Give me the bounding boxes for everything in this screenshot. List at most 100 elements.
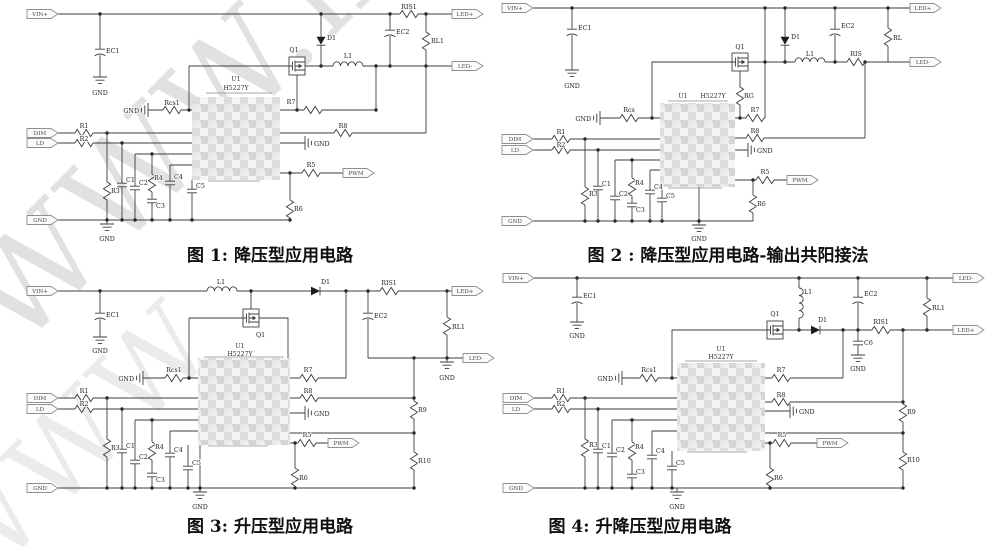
fig2-label-gnd-sub: GND <box>757 148 773 155</box>
fig4-label-c6: C6 <box>864 340 873 347</box>
fig2-label-r2: R2 <box>557 142 566 149</box>
figure-2-buck-common-anode-circuit: VIN+ DIM LD GND LED+ LED- PWM EC1 GND Q1… <box>501 3 942 266</box>
fig3-label-gnd-bot: GND <box>192 504 208 511</box>
fig4-label-r10: R10 <box>907 457 920 464</box>
fig4-label-r8: R8 <box>777 392 786 399</box>
fig1-caption: 图 1: 降压型应用电路 <box>187 245 354 266</box>
fig2-caption: 图 2 : 降压型应用电路-输出共阳接法 <box>588 245 869 266</box>
fig4-chip-censored-block <box>677 363 765 451</box>
fig2-ris-resistor-symbol <box>846 57 866 67</box>
fig3-label-l1: L1 <box>217 279 225 286</box>
fig3-ris1-resistor-symbol <box>379 286 399 296</box>
svg-text:LED-: LED- <box>458 64 472 70</box>
fig1-label-ec1: EC1 <box>106 48 119 55</box>
fig3-junction-dots <box>98 289 449 490</box>
fig4-input-ground-symbol <box>569 321 585 329</box>
fig2-terminal-led-plus: LED+ <box>909 3 942 13</box>
svg-text:LD: LD <box>511 148 520 154</box>
fig2-label-ec2: EC2 <box>841 23 854 30</box>
fig3-label-r9: R9 <box>418 407 427 414</box>
fig4-d1-diode-symbol <box>810 325 821 335</box>
fig1-label-r1: R1 <box>80 123 89 130</box>
fig4-r5-resistor-symbol <box>772 438 792 448</box>
fig4-r7-resistor-symbol <box>771 373 791 383</box>
fig4-terminal-vin: VIN+ <box>502 273 535 283</box>
fig3-label-r5: R5 <box>303 432 312 439</box>
fig3-label-q1: Q1 <box>256 332 265 339</box>
fig3-label-gnd-out: GND <box>439 375 455 382</box>
fig4-label-r1: R1 <box>557 388 566 395</box>
fig1-ec1-capacitor-symbol <box>94 48 106 57</box>
fig2-junction-dots <box>570 6 890 223</box>
fig4-label-gnd-in: GND <box>569 333 585 340</box>
fig3-terminal-vin: VIN+ <box>26 286 59 296</box>
fig3-label-d1: D1 <box>321 279 330 286</box>
figure-4-buck-boost-circuit: VIN+ DIM LD GND LED- LED+ PWM EC1 GND L1… <box>502 273 985 537</box>
svg-text:GND: GND <box>508 219 522 225</box>
fig4-label-rl1: RL1 <box>932 305 945 312</box>
fig1-label-c1: C1 <box>126 177 135 184</box>
fig3-output-ground-symbol <box>439 361 455 369</box>
fig4-sub-ground-symbol <box>789 403 797 419</box>
fig3-label-gnd-sub: GND <box>314 411 330 418</box>
fig2-terminal-dim: DIM <box>501 134 534 144</box>
fig3-label-rcs1: Rcs1 <box>166 367 182 374</box>
fig3-label-gnd-cs: GND <box>118 376 134 383</box>
fig4-chip-edge-lines <box>685 360 757 453</box>
fig4-label-c5: C5 <box>676 460 685 467</box>
fig2-r5-resistor-symbol <box>755 175 775 185</box>
fig2-input-ground-symbol <box>564 69 580 77</box>
fig4-caption: 图 4: 升降压型应用电路 <box>549 516 733 537</box>
fig1-r6-resistor-symbol <box>285 199 295 219</box>
fig3-d1-diode-symbol <box>310 286 321 296</box>
fig2-chip-edge-lines <box>668 100 728 189</box>
fig3-ec2-capacitor-symbol <box>362 312 374 321</box>
fig2-label-rg: RG <box>744 93 754 100</box>
fig2-ec1-capacitor-symbol <box>566 28 578 37</box>
fig1-label-gnd-sub: GND <box>314 141 330 148</box>
fig1-label-c3: C3 <box>156 203 165 210</box>
fig1-rl1-resistor-symbol <box>421 31 431 51</box>
fig2-label-c3: C3 <box>636 207 645 214</box>
fig2-chip-censored-block <box>660 103 735 187</box>
svg-text:VIN+: VIN+ <box>507 276 524 282</box>
fig2-label-r5: R5 <box>761 169 770 176</box>
svg-text:LD: LD <box>36 407 45 413</box>
fig3-terminal-led-plus: LED+ <box>451 286 484 296</box>
fig3-label-r1: R1 <box>80 388 89 395</box>
fig3-label-r3: R3 <box>111 445 120 452</box>
fig1-junction-dots <box>98 12 428 222</box>
svg-text:VIN+: VIN+ <box>31 289 48 295</box>
svg-text:VIN+: VIN+ <box>31 12 48 18</box>
fig1-terminal-ld: LD <box>26 138 59 148</box>
fig3-label-c3: C3 <box>156 477 165 484</box>
fig2-chip-ref: U1 <box>678 93 687 100</box>
fig3-r6-resistor-symbol <box>290 467 300 487</box>
fig1-chip-part: H5227Y <box>223 85 249 92</box>
fig4-chip-part: H5227Y <box>708 354 734 361</box>
fig2-label-gnd-cs: GND <box>575 116 591 123</box>
fig4-label-ec1: EC1 <box>583 293 596 300</box>
fig3-terminal-led-minus: LED- <box>462 353 495 363</box>
svg-text:PWM: PWM <box>348 171 364 177</box>
fig1-r5-resistor-symbol <box>301 168 321 178</box>
fig2-rl-resistor-symbol <box>883 27 893 47</box>
fig4-label-gnd-bot: GND <box>669 504 685 511</box>
svg-text:DIM: DIM <box>34 396 47 402</box>
fig3-label-c4: C4 <box>174 447 183 454</box>
fig1-label-rl1: RL1 <box>431 38 444 45</box>
fig4-chip-ref: U1 <box>716 346 725 353</box>
fig2-r8-resistor-symbol <box>745 133 765 143</box>
fig3-sub-ground-symbol <box>304 405 312 421</box>
fig1-terminal-pwm: PWM <box>342 168 375 178</box>
fig1-chip-ref: U1 <box>231 76 240 83</box>
fig1-terminal-gnd: GND <box>26 215 59 225</box>
fig4-ris1-resistor-symbol <box>871 325 891 335</box>
svg-text:PWM: PWM <box>822 441 838 447</box>
fig4-ec1-capacitor-symbol <box>571 296 583 305</box>
fig4-label-c2: C2 <box>616 447 625 454</box>
svg-text:LED-: LED- <box>469 356 483 362</box>
fig3-l1-inductor-symbol <box>206 286 238 292</box>
fig3-terminal-pwm: PWM <box>327 438 360 448</box>
